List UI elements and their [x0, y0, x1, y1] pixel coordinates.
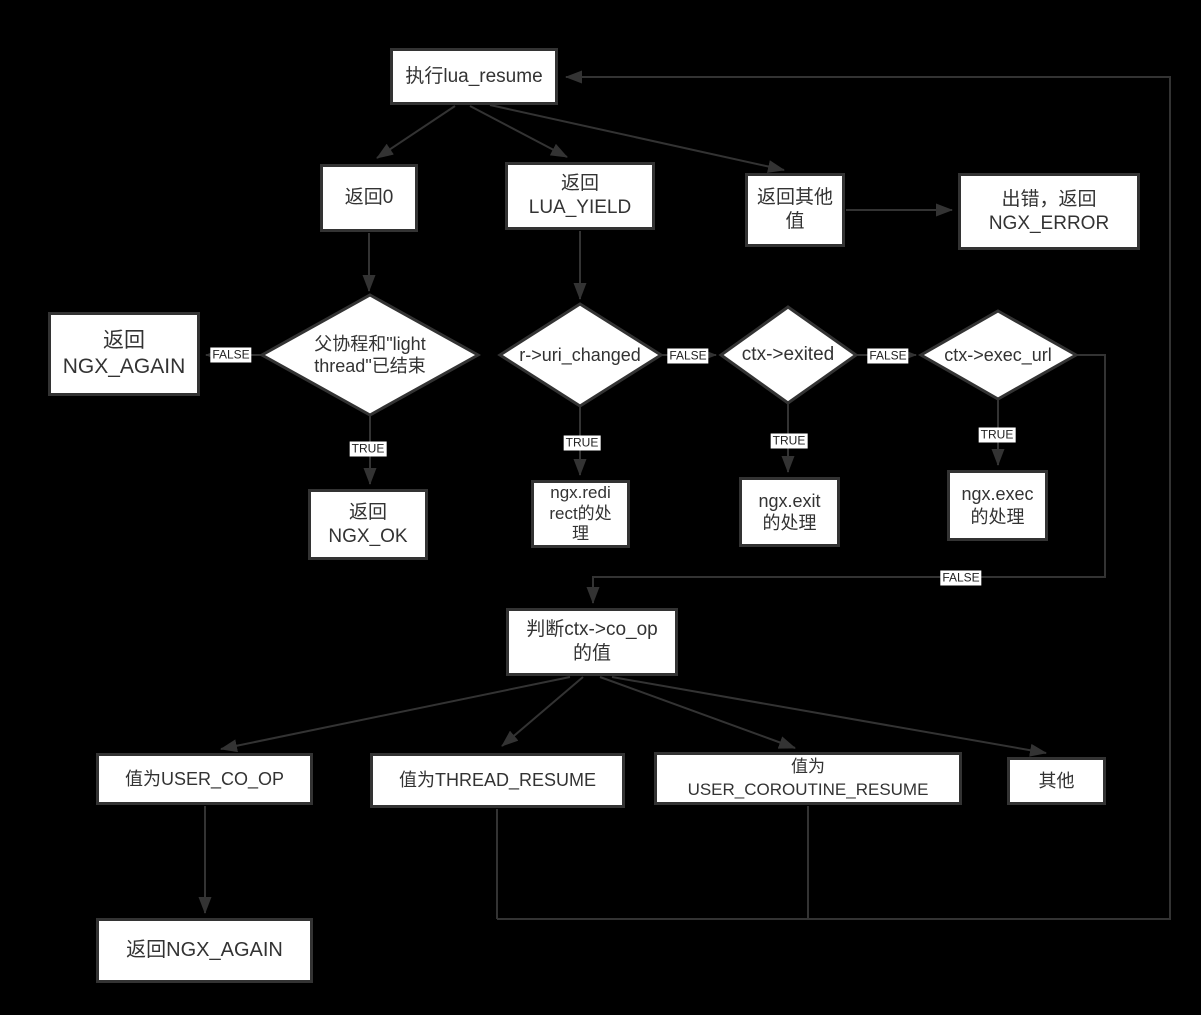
node-return-lua-yield: 返回 LUA_YIELD	[505, 162, 655, 230]
node-thread-resume: 值为THREAD_RESUME	[370, 753, 625, 808]
node-ngx-redirect-handling: ngx.redi rect的处 理	[531, 480, 630, 548]
node-return-ngx-again: 返回 NGX_AGAIN	[48, 312, 200, 396]
decision-uri-changed	[497, 302, 664, 408]
edge-coop-to-other	[611, 676, 1047, 757]
edge-label-d3-false: FALSE	[867, 348, 909, 364]
edge-loop-back	[497, 70, 1171, 920]
edge-label-d3-true: TRUE	[770, 433, 808, 449]
node-user-coroutine-resume: 值为 USER_COROUTINE_RESUME	[654, 752, 962, 805]
node-return-ngx-ok: 返回 NGX_OK	[308, 489, 428, 560]
edge-resume-to-other	[489, 104, 785, 173]
edge-d4-false	[586, 354, 1106, 604]
edge-coop-to-usercoroutine	[599, 676, 796, 749]
node-return-other: 返回其他 值	[745, 173, 845, 247]
decision-parent-light-thread	[258, 293, 482, 417]
edge-label-d4-true: TRUE	[978, 427, 1016, 443]
edge-resume-to-return0	[376, 105, 456, 159]
node-ngx-exit-handling: ngx.exit 的处理	[739, 477, 840, 547]
edge-coop-to-thread	[501, 676, 584, 747]
decision-ctx-exec-url	[917, 309, 1080, 401]
node-user-co-op: 值为USER_CO_OP	[96, 753, 313, 805]
edge-coop-to-userco	[220, 676, 571, 753]
node-ngx-exec-handling: ngx.exec 的处理	[947, 470, 1048, 541]
edge-label-d2-false: FALSE	[667, 348, 709, 364]
decision-ctx-exited	[718, 305, 859, 405]
edge-label-d4-false: FALSE	[940, 570, 982, 586]
edge-label-d2-true: TRUE	[563, 435, 601, 451]
node-return-ngx-again-bottom: 返回NGX_AGAIN	[96, 918, 313, 983]
node-exec-lua-resume: 执行lua_resume	[390, 48, 558, 105]
edge-resume-to-yield	[469, 105, 568, 158]
node-check-co-op: 判断ctx->co_op 的值	[506, 608, 678, 676]
node-other: 其他	[1007, 757, 1106, 805]
node-return-0: 返回0	[320, 164, 418, 232]
edge-label-d1-true: TRUE	[349, 441, 387, 457]
node-error-ngx-error: 出错，返回 NGX_ERROR	[958, 173, 1140, 250]
edge-label-d1-false: FALSE	[210, 347, 252, 363]
